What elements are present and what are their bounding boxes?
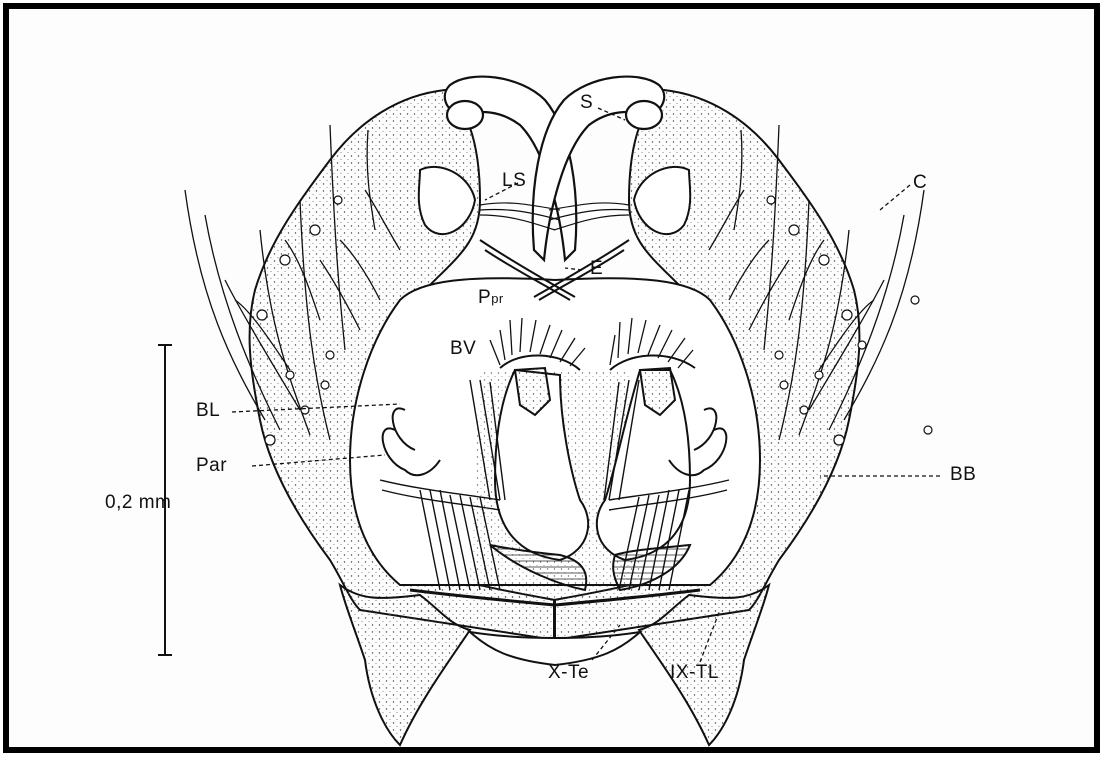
label-ls: LS — [502, 170, 526, 192]
label-ppr-main: P — [478, 287, 491, 308]
label-bb: BB — [950, 464, 976, 486]
label-bl: BL — [196, 400, 220, 422]
label-ix-tl: IX-TL — [670, 662, 719, 684]
label-ppr-sub: pr — [491, 291, 504, 306]
ls-setae — [480, 203, 629, 230]
label-ppr: Ppr — [478, 287, 504, 309]
label-bv: BV — [450, 338, 476, 360]
scale-label: 0,2 mm — [105, 492, 171, 514]
label-c: C — [913, 172, 927, 194]
label-e: E — [590, 258, 603, 280]
label-s: S — [580, 92, 593, 114]
label-x-te: X-Te — [548, 662, 589, 684]
label-par: Par — [196, 455, 227, 477]
